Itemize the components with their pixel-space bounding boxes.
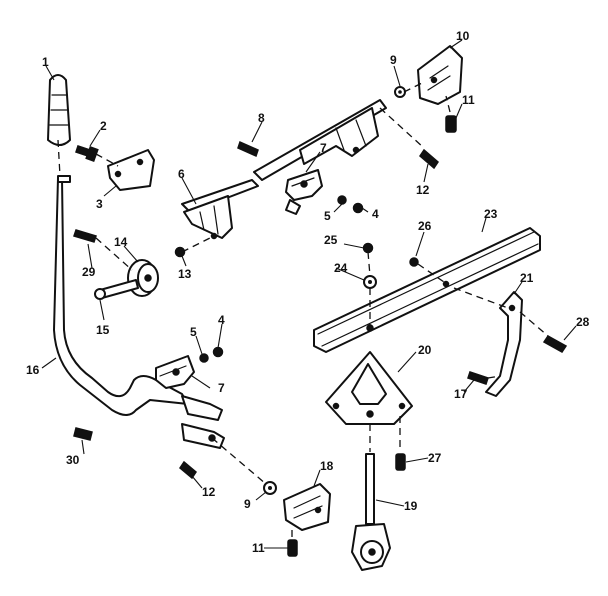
callout-15: 15 [96, 323, 110, 337]
callout-30: 30 [66, 453, 80, 467]
callout-5-lower: 5 [190, 325, 197, 339]
bolt-11-lower [287, 539, 298, 557]
handle-grip [47, 74, 71, 146]
callout-2: 2 [100, 119, 107, 133]
callout-4-upper: 4 [372, 207, 379, 221]
callout-8: 8 [258, 111, 265, 125]
callout-12-upper: 12 [416, 183, 430, 197]
latch-lower-7 [155, 355, 195, 389]
callout-9-upper: 9 [390, 53, 397, 67]
screw-29 [73, 229, 97, 243]
clamp-bracket-3 [107, 149, 155, 191]
screw-17 [467, 371, 489, 385]
callout-5-upper: 5 [324, 209, 331, 223]
callout-16: 16 [26, 363, 40, 377]
callout-4-lower: 4 [218, 313, 225, 327]
screw-27 [395, 453, 406, 471]
bracket-18 [283, 483, 331, 531]
callout-18: 18 [320, 459, 334, 473]
callout-3: 3 [96, 197, 103, 211]
screw-28 [542, 335, 568, 353]
washer-24 [363, 275, 377, 289]
callout-26: 26 [418, 219, 432, 233]
channel-23 [313, 227, 541, 353]
callout-13: 13 [178, 267, 192, 281]
callout-14: 14 [114, 235, 128, 249]
callout-7-upper: 7 [320, 141, 327, 155]
axle-15 [94, 279, 139, 300]
callout-11-lower: 11 [252, 541, 265, 555]
callout-7-lower: 7 [218, 381, 225, 395]
wheel-14 [127, 259, 159, 297]
bolt-11-upper [445, 115, 457, 133]
screw-2 [75, 145, 99, 162]
leader-lines [41, 39, 577, 549]
nut-25 [362, 242, 374, 254]
callout-9-lower: 9 [244, 497, 251, 511]
bracket-6 [181, 179, 259, 240]
callout-20: 20 [418, 343, 432, 357]
callout-11-upper: 11 [462, 93, 475, 107]
caster-19 [351, 453, 391, 571]
nut-13 [174, 246, 186, 258]
washer-nut-lower [199, 346, 224, 363]
callout-10: 10 [456, 29, 470, 43]
callout-12-lower: 12 [202, 485, 216, 499]
assembly-lines [57, 81, 549, 540]
screw-26 [409, 257, 419, 267]
callout-17: 17 [454, 387, 468, 401]
washer-9-upper [394, 86, 406, 98]
callout-6: 6 [178, 167, 185, 181]
washer-9-lower [263, 481, 277, 495]
upper-shaft [237, 99, 387, 181]
bracket-21 [485, 291, 523, 397]
caster-mount-20 [325, 351, 413, 425]
callout-28: 28 [576, 315, 590, 329]
callout-29: 29 [82, 265, 96, 279]
callout-21: 21 [520, 271, 534, 285]
callout-25: 25 [324, 233, 338, 247]
handle-bar [53, 175, 225, 449]
callout-19: 19 [404, 499, 418, 513]
callout-1: 1 [42, 55, 49, 69]
bracket-10 [417, 45, 463, 105]
latch-upper-7 [285, 169, 323, 215]
screw-30 [73, 427, 93, 441]
washer-nut-upper [337, 195, 364, 214]
pin-12-upper [419, 148, 439, 170]
callout-27: 27 [428, 451, 442, 465]
callout-23: 23 [484, 207, 498, 221]
callout-labels: 1 2 3 4 4 5 5 6 7 7 8 9 9 10 11 11 12 12… [26, 29, 590, 555]
pin-12-lower [179, 460, 197, 480]
callout-24: 24 [334, 261, 348, 275]
